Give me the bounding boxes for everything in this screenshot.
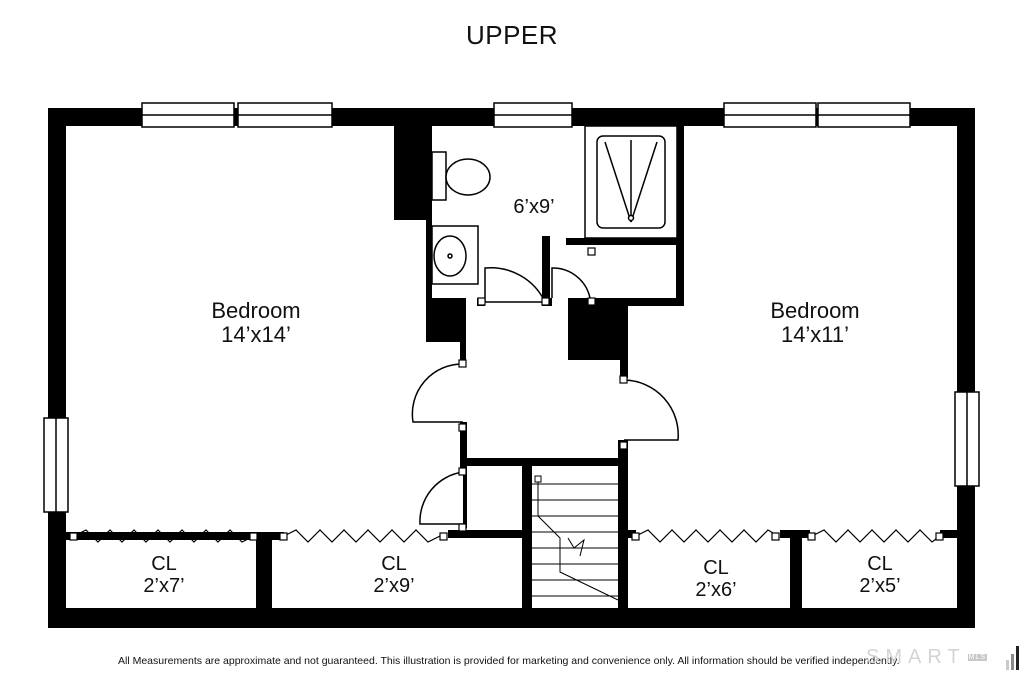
room-bedroom-2: Bedroom 14’x11’ <box>770 298 859 347</box>
closet-size: 2’x5’ <box>859 575 900 597</box>
room-name: Bedroom <box>211 298 300 323</box>
brand-bars-icon <box>1006 646 1019 670</box>
door-swing <box>551 267 591 299</box>
closet-name: CL <box>151 553 177 575</box>
room-size: 14’x11’ <box>781 322 849 347</box>
brand-name: SMART <box>866 646 966 668</box>
closet-size: 2’x7’ <box>143 575 184 597</box>
exterior-walls <box>48 108 975 628</box>
closet-size: 2’x6’ <box>695 579 736 601</box>
door-hinges <box>458 247 628 532</box>
room-bathroom: 6’x9’ <box>513 196 554 218</box>
closet-2: CL 2’x9’ <box>373 553 414 597</box>
shower-icon <box>584 125 678 239</box>
closet-name: CL <box>867 553 893 575</box>
interior-walls <box>66 126 957 610</box>
closet-4: CL 2’x5’ <box>859 553 900 597</box>
disclaimer-text: All Measurements are approximate and not… <box>118 655 900 667</box>
room-bedroom-1: Bedroom 14’x14’ <box>211 298 300 347</box>
bifold-doors <box>73 529 941 543</box>
brand-sub: MLS <box>967 654 988 662</box>
windows <box>43 102 980 513</box>
closet-name: CL <box>703 557 729 579</box>
room-name: Bedroom <box>770 298 859 323</box>
closet-size: 2’x9’ <box>373 575 414 597</box>
closet-name: CL <box>381 553 407 575</box>
staircase-icon <box>532 475 619 601</box>
door-swing <box>419 471 464 525</box>
sink-icon <box>431 225 479 285</box>
closet-1: CL 2’x7’ <box>143 553 184 597</box>
door-swing <box>411 363 464 423</box>
room-size: 6’x9’ <box>513 196 554 218</box>
closet-3: CL 2’x6’ <box>695 557 736 601</box>
room-size: 14’x14’ <box>221 322 291 347</box>
door-swing <box>623 379 679 441</box>
toilet-icon <box>431 151 491 201</box>
plan-title: UPPER <box>465 20 559 50</box>
doors <box>411 266 679 525</box>
door-swing <box>484 266 547 303</box>
bifold-hinges <box>69 532 944 541</box>
